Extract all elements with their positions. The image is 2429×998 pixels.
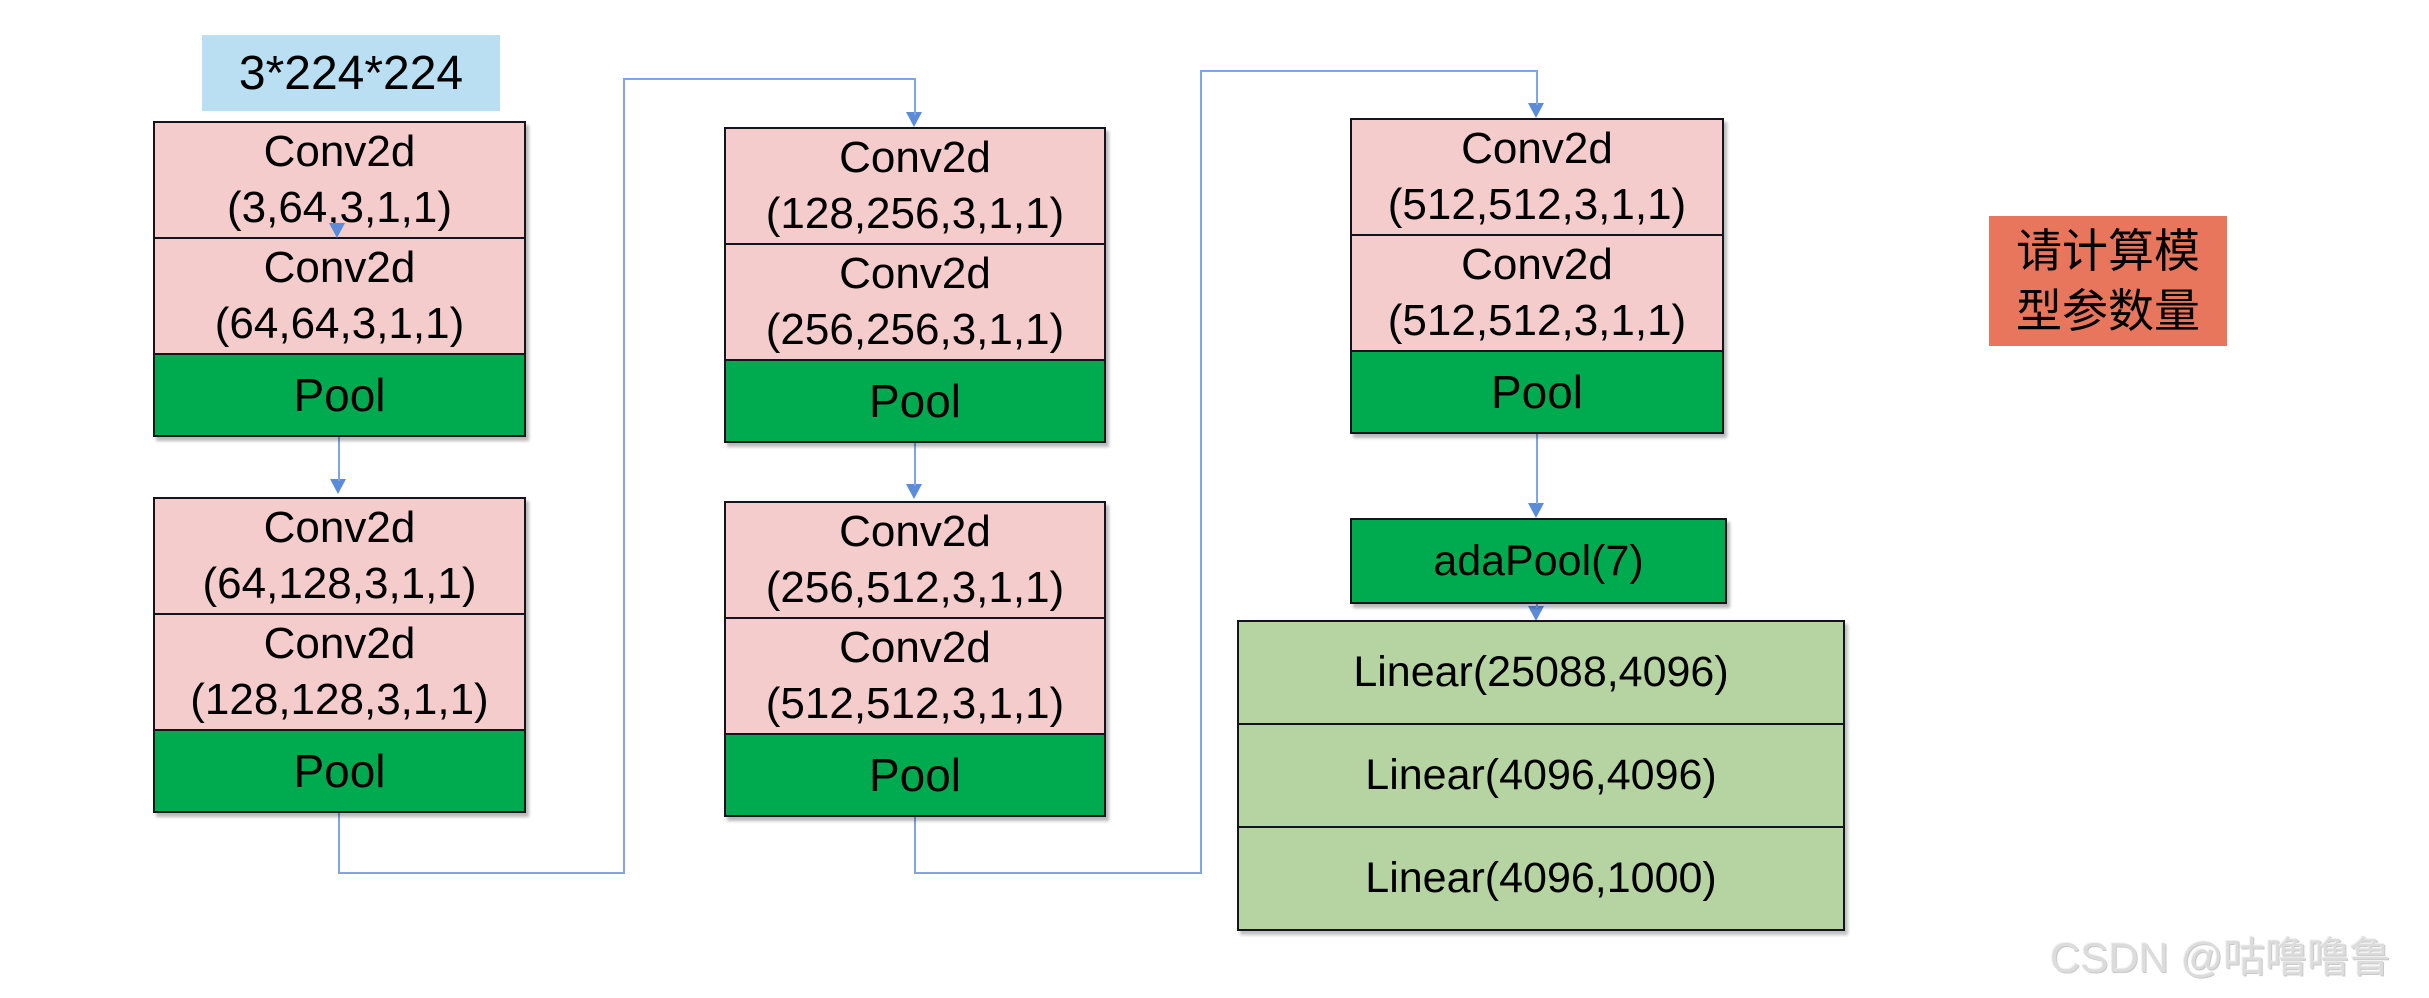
conv-layer-name: Conv2d <box>839 507 991 556</box>
input-shape-label: 3*224*224 <box>238 46 464 100</box>
conv-layer-params: (64,128,3,1,1) <box>202 559 477 608</box>
connector-segment <box>1200 70 1538 72</box>
linear-block: Linear(25088,4096) <box>1237 620 1845 725</box>
ada-pool-block: adaPool(7) <box>1350 518 1727 604</box>
conv-layer-params: (64,64,3,1,1) <box>214 299 465 348</box>
conv-layer-name: Conv2d <box>839 249 991 298</box>
connector-segment <box>1536 70 1538 105</box>
conv-layer-name: Conv2d <box>1461 124 1613 173</box>
linear-block: Linear(4096,1000) <box>1237 826 1845 931</box>
connector-segment <box>914 78 916 115</box>
connector-segment <box>338 872 625 874</box>
conv-block: Conv2d (512,512,3,1,1) <box>724 617 1106 735</box>
conv-layer-params: (512,512,3,1,1) <box>1387 180 1687 229</box>
conv-layer-params: (256,512,3,1,1) <box>765 563 1065 612</box>
pool-label: Pool <box>293 369 386 421</box>
conv-block: Conv2d (3,64,3,1,1) <box>153 121 526 239</box>
conv-layer-params: (512,512,3,1,1) <box>765 679 1065 728</box>
note-text-line2: 型参数量 <box>2016 285 2200 337</box>
conv-layer-name: Conv2d <box>839 133 991 182</box>
pool-block: Pool <box>153 729 526 813</box>
connector-segment <box>1536 604 1538 608</box>
arrowhead-down-icon <box>329 223 345 238</box>
conv-block: Conv2d (64,64,3,1,1) <box>153 237 526 355</box>
linear-label: Linear(4096,1000) <box>1365 854 1717 902</box>
conv-stack: Conv2d (128,256,3,1,1) Conv2d (256,256,3… <box>724 127 1106 443</box>
arrowhead-down-icon <box>1528 503 1544 518</box>
arrowhead-down-icon <box>906 484 922 499</box>
connector-segment <box>1200 70 1202 874</box>
conv-block: Conv2d (256,512,3,1,1) <box>724 501 1106 619</box>
watermark: CSDN @咕噜噜鲁 <box>2050 934 2392 981</box>
conv-block: Conv2d (256,256,3,1,1) <box>724 243 1106 361</box>
pool-block: Pool <box>724 359 1106 443</box>
pool-label: Pool <box>868 375 962 427</box>
pool-block: Pool <box>153 353 526 437</box>
pool-label: Pool <box>868 749 962 801</box>
linear-stack: Linear(25088,4096) Linear(4096,4096) Lin… <box>1237 620 1845 931</box>
arrowhead-down-icon <box>1528 103 1544 118</box>
note-text-line1: 请计算模 <box>2016 225 2200 277</box>
conv-layer-name: Conv2d <box>839 623 991 672</box>
conv-layer-params: (256,256,3,1,1) <box>765 305 1065 354</box>
connector-segment <box>914 817 916 874</box>
linear-label: Linear(25088,4096) <box>1353 648 1729 696</box>
ada-pool-label: adaPool(7) <box>1433 536 1644 585</box>
arrowhead-down-icon <box>1528 606 1544 621</box>
pool-label: Pool <box>293 745 386 797</box>
conv-stack: Conv2d (512,512,3,1,1) Conv2d (512,512,3… <box>1350 118 1724 434</box>
conv-layer-name: Conv2d <box>263 127 416 176</box>
conv-block: Conv2d (64,128,3,1,1) <box>153 497 526 615</box>
conv-stack: Conv2d (3,64,3,1,1) Conv2d (64,64,3,1,1)… <box>153 121 526 437</box>
conv-block: Conv2d (512,512,3,1,1) <box>1350 118 1724 236</box>
conv-layer-name: Conv2d <box>263 503 416 552</box>
connector-segment <box>914 443 916 486</box>
conv-layer-name: Conv2d <box>263 243 416 292</box>
connector-segment <box>338 437 340 481</box>
arrowhead-down-icon <box>330 479 346 494</box>
connector-segment <box>1536 434 1538 504</box>
conv-block: Conv2d (128,256,3,1,1) <box>724 127 1106 245</box>
conv-layer-name: Conv2d <box>263 619 416 668</box>
pool-label: Pool <box>1490 366 1584 418</box>
connector-segment <box>623 78 625 874</box>
conv-stack: Conv2d (256,512,3,1,1) Conv2d (512,512,3… <box>724 501 1106 817</box>
connector-segment <box>914 872 1202 874</box>
note-box: 请计算模 型参数量 <box>1989 216 2227 346</box>
connector-segment <box>623 78 916 80</box>
conv-block: Conv2d (512,512,3,1,1) <box>1350 234 1724 352</box>
arrowhead-down-icon <box>906 112 922 127</box>
conv-stack: Conv2d (64,128,3,1,1) Conv2d (128,128,3,… <box>153 497 526 813</box>
conv-layer-params: (512,512,3,1,1) <box>1387 296 1687 345</box>
linear-label: Linear(4096,4096) <box>1365 751 1717 799</box>
conv-layer-params: (128,128,3,1,1) <box>190 675 489 724</box>
conv-layer-params: (128,256,3,1,1) <box>765 189 1065 238</box>
linear-block: Linear(4096,4096) <box>1237 723 1845 828</box>
pool-block: Pool <box>1350 350 1724 434</box>
conv-layer-name: Conv2d <box>1461 240 1613 289</box>
conv-block: Conv2d (128,128,3,1,1) <box>153 613 526 731</box>
connector-segment <box>338 813 340 874</box>
input-shape-box: 3*224*224 <box>202 35 500 111</box>
pool-block: Pool <box>724 733 1106 817</box>
